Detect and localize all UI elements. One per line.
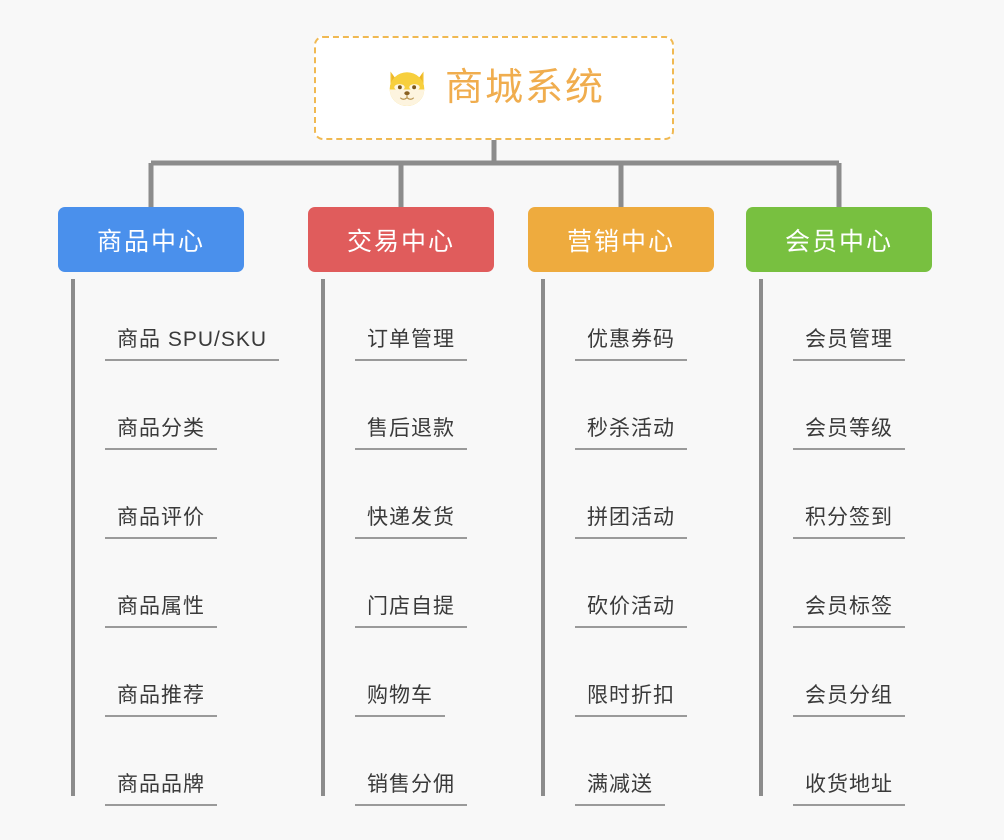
leaf-label: 快递发货 — [355, 505, 467, 539]
leaf-item[interactable]: 商品推荐 — [73, 628, 244, 717]
leaf-list-2: 订单管理售后退款快递发货门店自提购物车销售分佣 — [323, 272, 494, 806]
leaf-item[interactable]: 商品品牌 — [73, 717, 244, 806]
leaf-label: 砍价活动 — [575, 594, 687, 628]
leaf-item[interactable]: 砍价活动 — [543, 539, 714, 628]
leaf-label: 收货地址 — [793, 772, 905, 806]
category-header-label: 会员中心 — [784, 227, 893, 256]
leaf-label: 商品品牌 — [105, 772, 217, 806]
leaf-item[interactable]: 商品属性 — [73, 539, 244, 628]
leaf-label: 会员管理 — [793, 327, 905, 361]
leaf-item[interactable]: 销售分佣 — [323, 717, 494, 806]
category-column-1: 商品中心商品 SPU/SKU 商品分类商品评价商品属性商品推荐商品品牌 — [58, 207, 280, 806]
leaf-label: 商品分类 — [105, 416, 217, 450]
leaf-label: 商品评价 — [105, 505, 217, 539]
leaf-item[interactable]: 会员标签 — [761, 539, 932, 628]
leaf-list-4: 会员管理会员等级积分签到会员标签会员分组收货地址 — [761, 272, 932, 806]
leaf-label: 秒杀活动 — [575, 416, 687, 450]
leaf-item[interactable]: 快递发货 — [323, 450, 494, 539]
leaf-item[interactable]: 购物车 — [323, 628, 494, 717]
leaf-item[interactable]: 拼团活动 — [543, 450, 714, 539]
leaf-label: 商品 SPU/SKU — [105, 327, 280, 361]
leaf-item[interactable]: 优惠券码 — [543, 272, 714, 361]
leaf-item[interactable]: 商品 SPU/SKU — [73, 272, 280, 361]
leaf-item[interactable]: 商品评价 — [73, 450, 244, 539]
category-header-2[interactable]: 交易中心 — [308, 207, 494, 272]
leaf-item[interactable]: 会员等级 — [761, 361, 932, 450]
leaf-label: 售后退款 — [355, 416, 467, 450]
leaf-list-3: 优惠券码秒杀活动拼团活动砍价活动限时折扣满减送 — [543, 272, 714, 806]
category-column-2: 交易中心订单管理售后退款快递发货门店自提购物车销售分佣 — [308, 207, 494, 806]
leaf-label: 积分签到 — [793, 505, 905, 539]
leaf-item[interactable]: 售后退款 — [323, 361, 494, 450]
leaf-label: 会员标签 — [793, 594, 905, 628]
category-header-label: 营销中心 — [566, 227, 675, 256]
leaf-item[interactable]: 积分签到 — [761, 450, 932, 539]
category-column-4: 会员中心会员管理会员等级积分签到会员标签会员分组收货地址 — [746, 207, 932, 806]
leaf-list-1: 商品 SPU/SKU 商品分类商品评价商品属性商品推荐商品品牌 — [73, 272, 280, 806]
category-header-label: 商品中心 — [96, 227, 205, 256]
category-header-4[interactable]: 会员中心 — [746, 207, 932, 272]
leaf-label: 会员等级 — [793, 416, 905, 450]
leaf-item[interactable]: 收货地址 — [761, 717, 932, 806]
leaf-label: 门店自提 — [355, 594, 467, 628]
leaf-label: 销售分佣 — [355, 772, 467, 806]
leaf-label: 拼团活动 — [575, 505, 687, 539]
category-column-3: 营销中心优惠券码秒杀活动拼团活动砍价活动限时折扣满减送 — [528, 207, 714, 806]
leaf-item[interactable]: 门店自提 — [323, 539, 494, 628]
leaf-label: 订单管理 — [355, 327, 467, 361]
root-title: 商城系统 — [444, 67, 605, 109]
category-header-3[interactable]: 营销中心 — [528, 207, 714, 272]
leaf-item[interactable]: 商品分类 — [73, 361, 244, 450]
leaf-label: 会员分组 — [793, 683, 905, 717]
leaf-label: 满减送 — [575, 772, 665, 806]
leaf-item[interactable]: 限时折扣 — [543, 628, 714, 717]
leaf-item[interactable]: 满减送 — [543, 717, 714, 806]
leaf-item[interactable]: 秒杀活动 — [543, 361, 714, 450]
leaf-label: 购物车 — [355, 683, 445, 717]
category-header-label: 交易中心 — [346, 227, 455, 256]
leaf-label: 商品推荐 — [105, 683, 217, 717]
shiba-dog-face-icon — [389, 71, 425, 106]
leaf-item[interactable]: 会员管理 — [761, 272, 932, 361]
leaf-item[interactable]: 会员分组 — [761, 628, 932, 717]
root-node[interactable]: 商城系统 — [314, 36, 674, 140]
leaf-label: 优惠券码 — [575, 327, 687, 361]
leaf-label: 商品属性 — [105, 594, 217, 628]
leaf-label: 限时折扣 — [575, 683, 687, 717]
leaf-item[interactable]: 订单管理 — [323, 272, 494, 361]
category-header-1[interactable]: 商品中心 — [58, 207, 244, 272]
